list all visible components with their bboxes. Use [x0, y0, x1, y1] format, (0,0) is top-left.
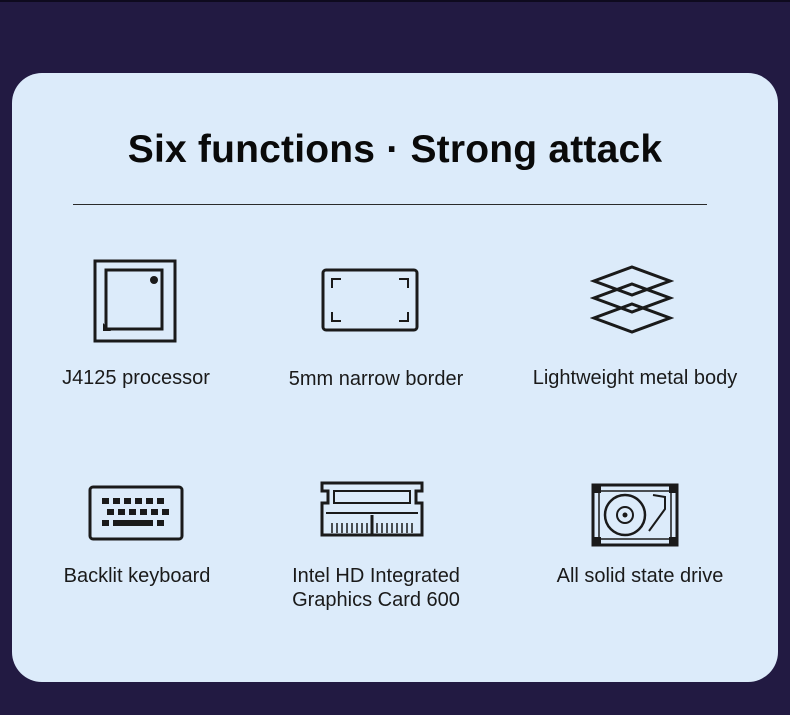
title-divider	[73, 204, 707, 205]
feature-label-graphics-card: Intel HD Integrated Graphics Card 600	[246, 564, 506, 612]
features-card	[12, 73, 778, 682]
top-edge-line	[0, 0, 790, 2]
feature-label-graphics-card-line1: Intel HD Integrated	[292, 565, 460, 587]
feature-label-ssd: All solid state drive	[556, 565, 724, 587]
hard-drive-icon	[591, 483, 679, 547]
graphics-card-icon	[320, 481, 424, 537]
narrow-border-screen-icon	[321, 268, 419, 332]
stacked-layers-icon	[590, 265, 674, 334]
keyboard-icon	[88, 485, 184, 541]
feature-label-processor: J4125 processor	[62, 367, 210, 389]
feature-label-graphics-card-line2: Graphics Card 600	[292, 589, 460, 611]
page-title: Six functions · Strong attack	[127, 128, 663, 171]
feature-label-metal-body: Lightweight metal body	[532, 367, 738, 389]
feature-label-narrow-border: 5mm narrow border	[288, 368, 464, 390]
feature-label-keyboard: Backlit keyboard	[63, 565, 211, 587]
processor-chip-icon	[93, 259, 177, 343]
